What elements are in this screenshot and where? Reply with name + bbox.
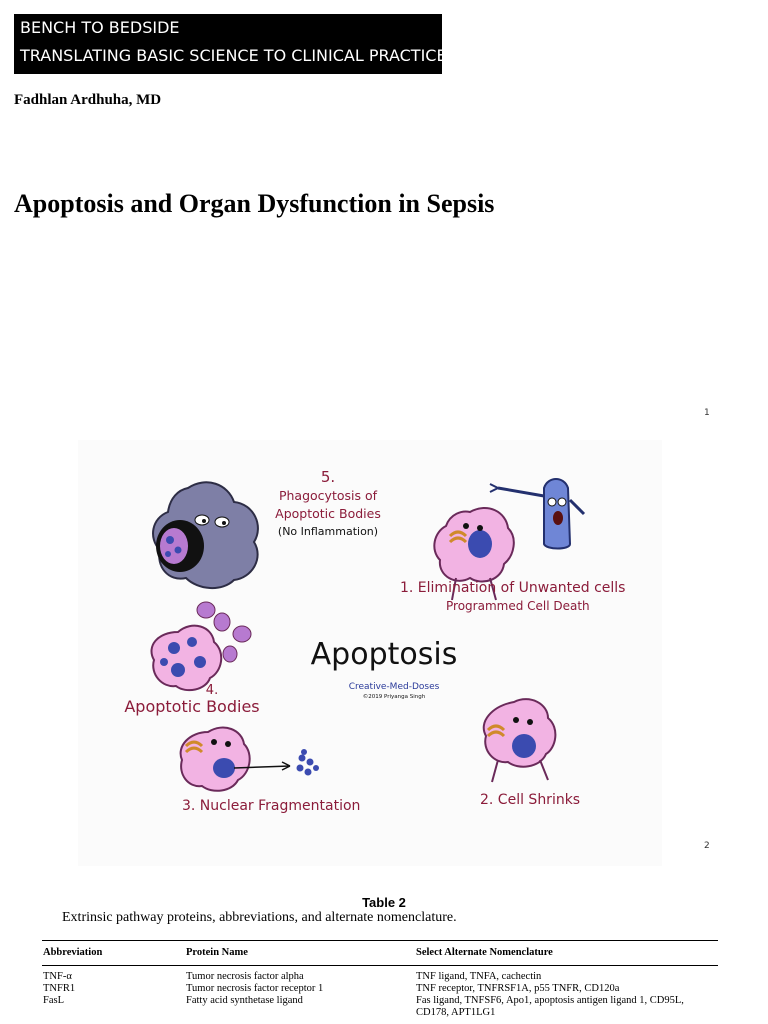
header-alternate-nomenclature: Select Alternate Nomenclature bbox=[416, 947, 553, 958]
cell-abbreviation bbox=[42, 1007, 186, 1019]
cell-alternate-nomenclature: TNF ligand, TNFA, cachectin bbox=[416, 971, 542, 982]
table-body: TNF-α Tumor necrosis factor alpha TNF li… bbox=[42, 966, 718, 1019]
apoptosis-illustration: 5. Phagocytosis of Apoptotic Bodies (No … bbox=[124, 468, 625, 814]
cell-protein-name: Tumor necrosis factor alpha bbox=[186, 971, 304, 982]
step3-label: 3. Nuclear Fragmentation bbox=[182, 798, 360, 814]
cell-protein-name bbox=[186, 1007, 416, 1019]
header-abbreviation: Abbreviation bbox=[43, 947, 103, 958]
cell-alternate-nomenclature: CD178, APT1LG1 bbox=[416, 1007, 496, 1018]
table-row: TNF-α Tumor necrosis factor alpha TNF li… bbox=[42, 971, 718, 983]
table-row-continuation: CD178, APT1LG1 bbox=[42, 1007, 718, 1019]
cell-protein-name: Fatty acid synthetase ligand bbox=[186, 995, 303, 1006]
step1-sublabel: Programmed Cell Death bbox=[446, 599, 590, 613]
table-row: TNFR1 Tumor necrosis factor receptor 1 T… bbox=[42, 983, 718, 995]
step4-number: 4. bbox=[206, 683, 218, 698]
step5-note: (No Inflammation) bbox=[278, 525, 378, 538]
fragmenting-cell-illustration bbox=[179, 726, 319, 792]
cell-alternate-nomenclature: Fas ligand, TNFSF6, Apo1, apoptosis anti… bbox=[416, 995, 684, 1006]
header-protein-name: Protein Name bbox=[186, 947, 248, 958]
step2-label: 2. Cell Shrinks bbox=[480, 792, 580, 808]
cell-alternate-nomenclature: TNF receptor, TNFRSF1A, p55 TNFR, CD120a bbox=[416, 983, 620, 994]
table-caption: Table 2 bbox=[362, 895, 406, 910]
table-header-row: Abbreviation Protein Name Select Alterna… bbox=[42, 941, 718, 966]
footnote-marker-1: 1 bbox=[704, 408, 710, 418]
step4-label: Apoptotic Bodies bbox=[124, 697, 259, 716]
step5-number: 5. bbox=[321, 468, 335, 486]
table-row: FasL Fatty acid synthetase ligand Fas li… bbox=[42, 995, 718, 1007]
shrinking-cell-illustration bbox=[482, 698, 557, 783]
step1-label: 1. Elimination of Unwanted cells bbox=[400, 580, 625, 596]
figure-copyright: ©2019 Priyanga Singh bbox=[363, 693, 426, 700]
figure-heading: Apoptosis bbox=[311, 637, 458, 672]
cell-abbreviation: TNF-α bbox=[43, 971, 72, 982]
footnote-marker-2: 2 bbox=[704, 841, 710, 851]
figure-credit: Creative-Med-Doses bbox=[349, 682, 440, 692]
table-subtitle: Extrinsic pathway proteins, abbreviation… bbox=[62, 910, 457, 925]
banner-line-1: BENCH TO BEDSIDE bbox=[20, 18, 180, 37]
article-title: Apoptosis and Organ Dysfunction in Sepsi… bbox=[14, 189, 495, 218]
step5-line1: Phagocytosis of bbox=[279, 488, 378, 503]
nomenclature-table: Abbreviation Protein Name Select Alterna… bbox=[42, 940, 718, 1019]
cell-abbreviation: FasL bbox=[43, 995, 64, 1006]
unwanted-cell-illustration bbox=[433, 507, 515, 601]
banner-line-2: TRANSLATING BASIC SCIENCE TO CLINICAL PR… bbox=[20, 46, 447, 65]
table-top-rule bbox=[42, 940, 718, 941]
pointing-cell-illustration bbox=[489, 478, 586, 550]
apoptotic-bodies-illustration bbox=[150, 601, 252, 692]
apoptosis-figure: 5. Phagocytosis of Apoptotic Bodies (No … bbox=[78, 440, 662, 866]
step5-line2: Apoptotic Bodies bbox=[275, 506, 381, 521]
journal-banner: BENCH TO BEDSIDE TRANSLATING BASIC SCIEN… bbox=[14, 14, 447, 74]
macrophage-illustration bbox=[152, 481, 259, 589]
cell-abbreviation: TNFR1 bbox=[43, 983, 76, 994]
author-name: Fadhlan Ardhuha, MD bbox=[14, 92, 162, 108]
cell-protein-name: Tumor necrosis factor receptor 1 bbox=[186, 983, 324, 994]
